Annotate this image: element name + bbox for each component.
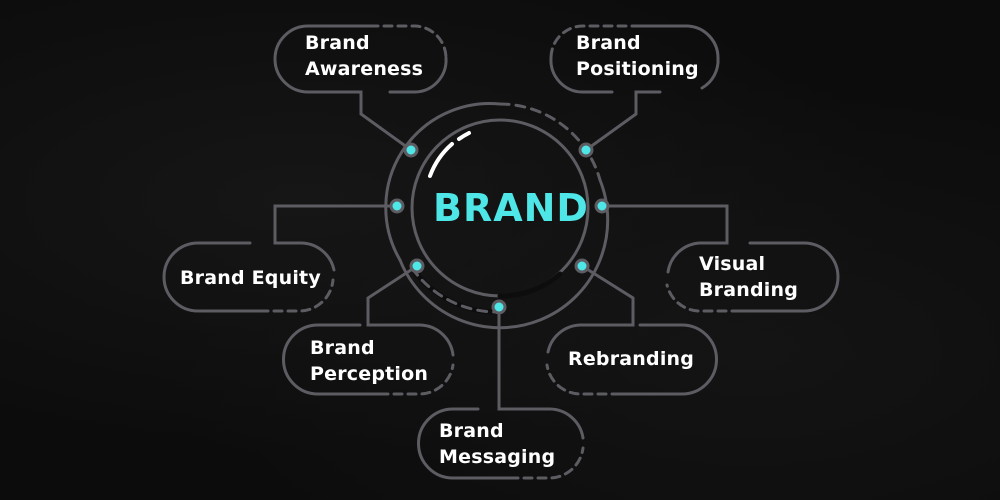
connector-rebranding xyxy=(580,264,635,327)
connector-visual xyxy=(600,204,729,245)
dot-positioning xyxy=(578,142,594,158)
node-brand-perception: Brand Perception xyxy=(310,335,428,387)
outer-ring-dashed-top xyxy=(498,102,602,182)
outer-ring-solid xyxy=(398,178,610,330)
node-visual-branding: Visual Branding xyxy=(699,251,798,303)
dot-equity xyxy=(389,198,405,214)
dot-rebranding xyxy=(574,258,590,274)
outer-ring-dashed-bottom xyxy=(410,266,500,314)
node-line2: Positioning xyxy=(576,58,699,80)
node-line1: Rebranding xyxy=(568,348,695,370)
node-line1: Brand xyxy=(576,32,641,54)
dot-visual xyxy=(594,198,610,214)
dot-awareness xyxy=(403,142,419,158)
node-brand-awareness: Brand Awareness xyxy=(305,30,423,82)
node-line2: Awareness xyxy=(305,58,424,80)
node-line1: Brand xyxy=(310,337,375,359)
dot-messaging xyxy=(491,299,507,315)
node-brand-equity: Brand Equity xyxy=(180,265,321,291)
connector-perception xyxy=(366,264,419,327)
glare-icon xyxy=(428,131,471,178)
node-line2: Messaging xyxy=(439,446,556,468)
node-line1: Brand xyxy=(439,420,504,442)
center-brand-label: BRAND xyxy=(433,186,589,230)
connector-messaging xyxy=(497,305,520,411)
node-line1: Visual xyxy=(699,253,766,275)
connector-awareness xyxy=(338,90,413,152)
connector-equity xyxy=(273,204,399,245)
dot-perception xyxy=(409,258,425,274)
connector-positioning xyxy=(584,90,662,152)
node-rebranding: Rebranding xyxy=(568,346,694,372)
node-line2: Perception xyxy=(310,363,429,385)
node-line1: Brand Equity xyxy=(180,267,321,289)
node-brand-positioning: Brand Positioning xyxy=(576,30,699,82)
node-dots xyxy=(389,142,610,315)
outer-ring-solid-left xyxy=(384,102,502,262)
node-line1: Brand xyxy=(305,32,370,54)
node-line2: Branding xyxy=(699,279,799,301)
node-brand-messaging: Brand Messaging xyxy=(439,418,555,470)
